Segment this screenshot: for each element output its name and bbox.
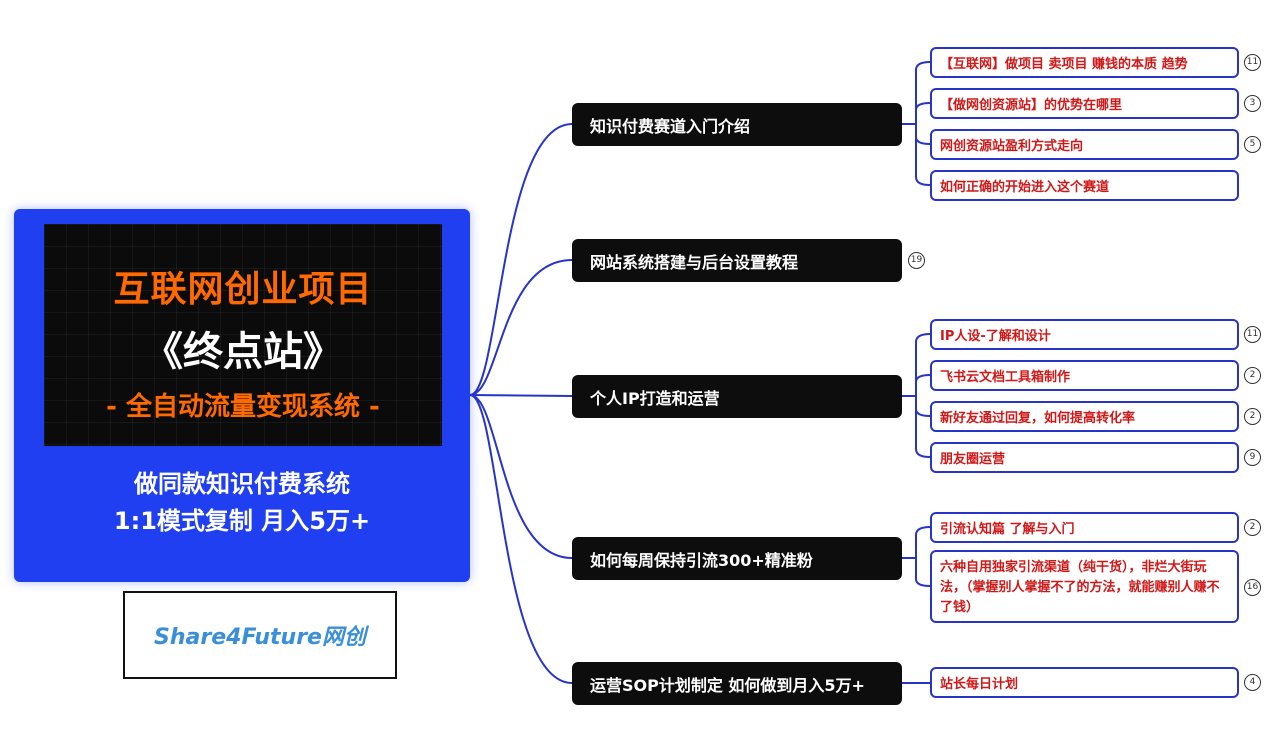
connector-b1-c1 xyxy=(902,61,931,125)
leaf-label: 站长每日计划 xyxy=(940,677,1019,692)
leaf-node[interactable]: 六种自用独家引流渠道（纯干货），非烂大街玩法，（掌握别人掌握不了的方法，就能赚别… xyxy=(930,550,1239,623)
count-badge: 2 xyxy=(1244,519,1261,536)
count-badge: 11 xyxy=(1244,326,1261,343)
branch-label: 如何每周保持引流300+精准粉 xyxy=(590,550,813,570)
count-badge: 2 xyxy=(1244,408,1261,425)
connector-b3-c3 xyxy=(915,396,931,417)
connector-root-branch-4 xyxy=(469,394,573,559)
leaf-label: 朋友圈运营 xyxy=(940,452,1006,467)
leaf-node[interactable]: 【做网创资源站】的优势在哪里 xyxy=(930,88,1239,119)
connector-b3-c4 xyxy=(915,396,931,458)
connector-root-branch-1 xyxy=(469,123,573,396)
connector-b4-c1 xyxy=(902,526,931,559)
leaf-label: 六种自用独家引流渠道（纯干货），非烂大街玩法，（掌握别人掌握不了的方法，就能赚别… xyxy=(940,560,1220,615)
count-badge: 2 xyxy=(1244,367,1261,384)
root-subtitle-1: 做同款知识付费系统 xyxy=(134,470,350,498)
count-badge: 11 xyxy=(1244,54,1261,71)
connector-b3-c1 xyxy=(902,333,931,397)
branch-node-3[interactable]: 个人IP打造和运营 xyxy=(572,375,902,418)
banner-title: 互联网创业项目 xyxy=(113,269,373,310)
connector-root-branch-5 xyxy=(469,394,573,684)
connector-b1-c4 xyxy=(915,124,931,186)
connector-b4-c2 xyxy=(915,558,931,587)
branch-label: 知识付费赛道入门介绍 xyxy=(590,116,751,136)
branch-label: 运营SOP计划制定 如何做到月入5万+ xyxy=(590,675,865,695)
connector-root-branch-3 xyxy=(469,394,573,397)
banner-name: 《终点站》 xyxy=(143,329,343,375)
branch-label: 个人IP打造和运营 xyxy=(590,388,720,408)
leaf-label: 飞书云文档工具箱制作 xyxy=(940,370,1071,385)
leaf-label: 引流认知篇 了解与入门 xyxy=(940,522,1075,537)
count-badge: 4 xyxy=(1244,674,1261,691)
brand-logo-box: Share4Future网创 xyxy=(123,591,397,679)
branch-label: 网站系统搭建与后台设置教程 xyxy=(590,252,799,272)
leaf-node[interactable]: 朋友圈运营 xyxy=(930,442,1239,473)
leaf-node[interactable]: 站长每日计划 xyxy=(930,667,1239,698)
connector-b3-c2 xyxy=(915,374,931,396)
leaf-label: 如何正确的开始进入这个赛道 xyxy=(940,180,1110,195)
root-subtitle-2: 1:1模式复制 月入5万+ xyxy=(113,507,371,535)
leaf-node[interactable]: 新好友通过回复，如何提高转化率 xyxy=(930,401,1239,432)
root-card: 互联网创业项目 《终点站》 - 全自动流量变现系统 - 做同款知识付费系统 1:… xyxy=(14,209,470,582)
leaf-node[interactable]: 飞书云文档工具箱制作 xyxy=(930,360,1239,391)
cover-banner: 互联网创业项目 《终点站》 - 全自动流量变现系统 - xyxy=(44,224,442,446)
leaf-label: 【互联网】做项目 卖项目 赚钱的本质 趋势 xyxy=(940,57,1188,72)
branch-node-2[interactable]: 网站系统搭建与后台设置教程 xyxy=(572,239,902,282)
branch-node-4[interactable]: 如何每周保持引流300+精准粉 xyxy=(572,537,902,580)
leaf-label: IP人设-了解和设计 xyxy=(940,329,1051,344)
count-badge: 5 xyxy=(1244,136,1261,153)
leaf-node[interactable]: 网创资源站盈利方式走向 xyxy=(930,129,1239,160)
leaf-node[interactable]: 【互联网】做项目 卖项目 赚钱的本质 趋势 xyxy=(930,47,1239,78)
count-badge: 19 xyxy=(908,252,925,269)
branch-node-1[interactable]: 知识付费赛道入门介绍 xyxy=(572,103,902,146)
count-badge: 9 xyxy=(1244,449,1261,466)
banner-tagline: - 全自动流量变现系统 - xyxy=(106,392,380,422)
leaf-label: 【做网创资源站】的优势在哪里 xyxy=(940,98,1123,113)
leaf-node[interactable]: IP人设-了解和设计 xyxy=(930,319,1239,350)
connector-b1-c3 xyxy=(915,124,931,145)
leaf-node[interactable]: 引流认知篇 了解与入门 xyxy=(930,512,1239,543)
branch-node-5[interactable]: 运营SOP计划制定 如何做到月入5万+ xyxy=(572,662,902,705)
leaf-node[interactable]: 如何正确的开始进入这个赛道 xyxy=(930,170,1239,201)
count-badge: 16 xyxy=(1244,579,1261,596)
leaf-label: 网创资源站盈利方式走向 xyxy=(940,139,1084,154)
leaf-label: 新好友通过回复，如何提高转化率 xyxy=(940,411,1136,426)
count-badge: 3 xyxy=(1244,95,1261,112)
connector-b1-c2 xyxy=(915,102,931,124)
brand-logo-text: Share4Future网创 xyxy=(154,625,366,650)
connector-root-branch-2 xyxy=(469,259,573,396)
